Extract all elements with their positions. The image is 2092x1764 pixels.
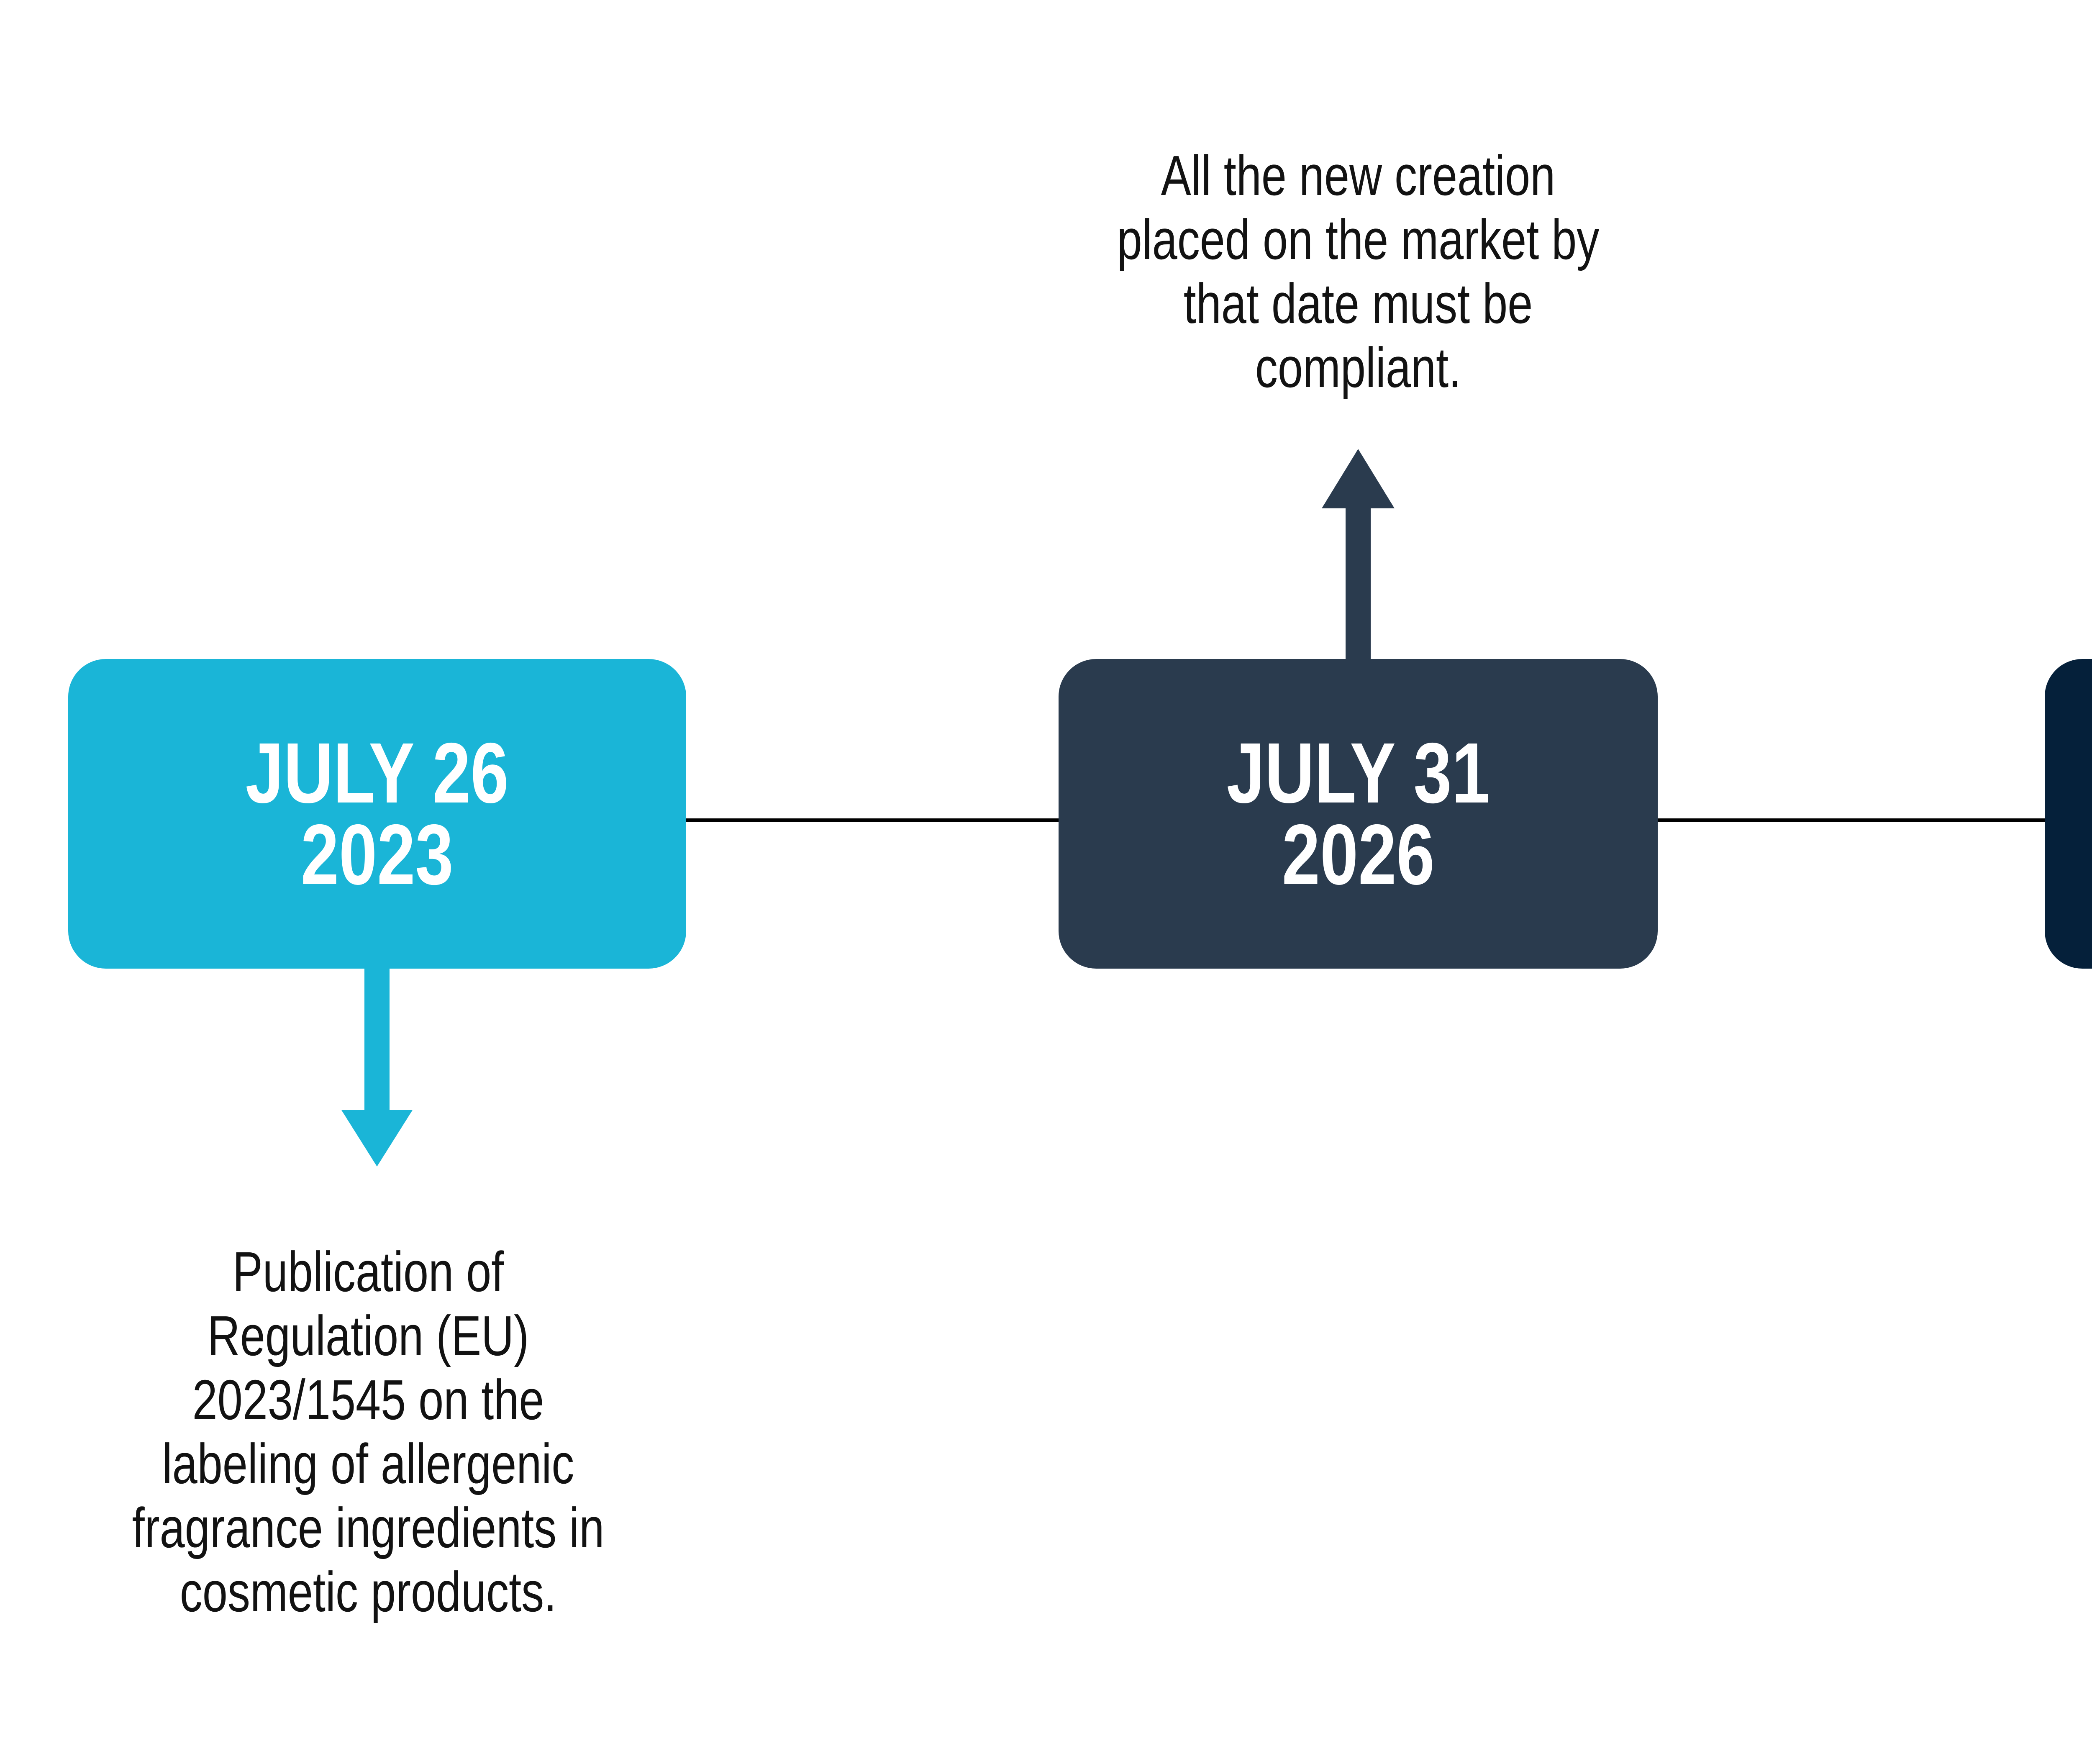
up-arrow-icon xyxy=(1346,508,1371,660)
event-date-label: JULY 31 2026 xyxy=(1226,725,1490,903)
event-date-label: JULY 26 2023 xyxy=(245,725,509,903)
date-line-2: 2023 xyxy=(301,807,454,903)
description-line: 2023/1545 on the xyxy=(192,1368,544,1431)
description-line: Withdrawal from the xyxy=(2050,1240,2092,1304)
up-arrow-head-icon xyxy=(1322,449,1395,508)
description-line: placed on the market by xyxy=(1117,208,1600,271)
description-line: All the new creation xyxy=(1161,144,1556,207)
event-box-july-26-2023: JULY 26 2023 xyxy=(68,659,686,969)
description-line: Publication of xyxy=(232,1240,504,1303)
description-line: Regulation (EU) xyxy=(207,1304,529,1367)
date-line-1: JULY 26 xyxy=(245,725,509,821)
event-description-2026: All the new creation placed on the marke… xyxy=(1057,144,1659,400)
description-line: fragrance ingredients in xyxy=(132,1496,605,1559)
down-arrow-head-icon xyxy=(341,1110,413,1167)
description-line: that date must be xyxy=(1183,272,1533,335)
description-line: cosmetic products. xyxy=(179,1560,557,1623)
event-description-2023: Publication of Regulation (EU) 2023/1545… xyxy=(74,1240,663,1624)
description-line: products. xyxy=(2050,1368,2092,1432)
event-box-july-31-2028: JULY 31 2028 xyxy=(2045,659,2092,969)
down-arrow-icon xyxy=(364,968,390,1111)
date-line-1: JULY 31 xyxy=(1226,725,1490,821)
description-line: compliant. xyxy=(1255,336,1461,399)
event-description-2028: Withdrawal from the market of non-compli… xyxy=(2050,1240,2092,1432)
description-line: market of non-compliant xyxy=(2050,1304,2092,1368)
description-line: labeling of allergenic xyxy=(162,1432,574,1495)
event-box-july-31-2026: JULY 31 2026 xyxy=(1059,659,1658,969)
date-line-2: 2026 xyxy=(1282,807,1435,903)
